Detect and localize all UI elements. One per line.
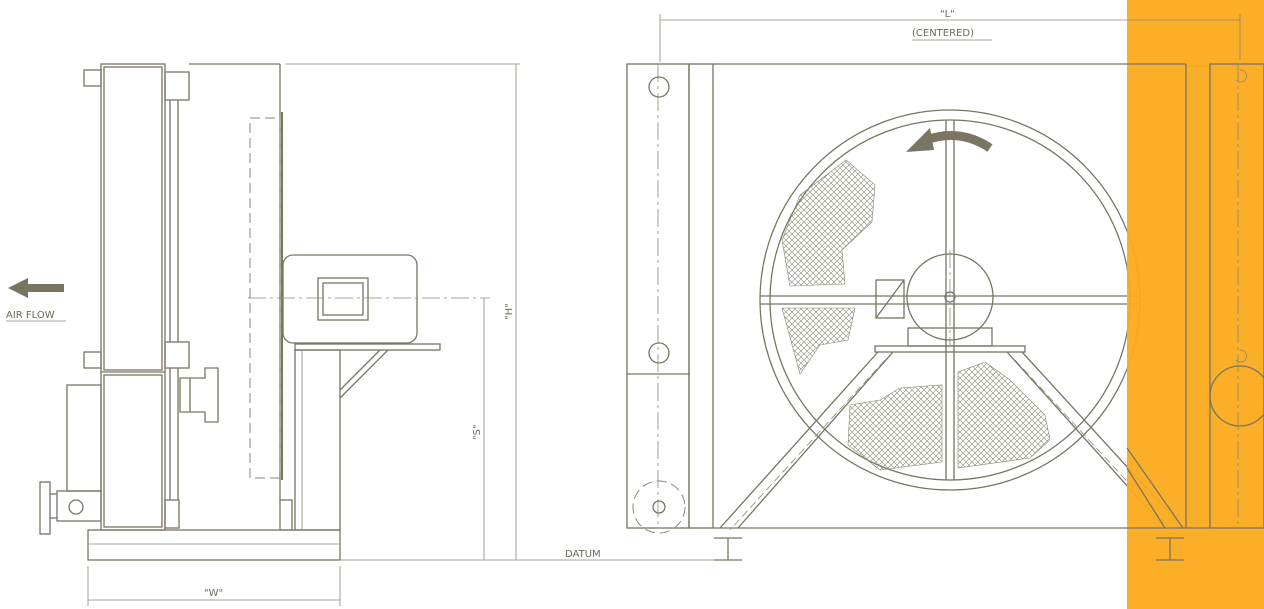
blade-hatch-bottom-left [847,384,943,471]
motor-base-plate [294,343,441,351]
pipe-connection [56,490,102,522]
motor-terminal-cover [322,282,364,316]
flange-top [164,71,190,101]
accent-bar [1127,0,1264,609]
header-port-bottom [652,500,666,514]
pipe-bore [68,499,84,515]
side-view: AIR FLOW [6,63,716,606]
valve-body [179,367,219,423]
motor-mount-plate [874,345,1026,353]
base-rail [87,529,341,561]
flange-bottom [164,499,180,529]
foot-left [714,537,742,561]
air-flow-arrow-icon [8,278,64,298]
overlay-port-top [1235,69,1247,83]
housing-foot [279,499,293,531]
coupling-box [875,279,905,319]
overlay-leg-right [1126,447,1184,529]
connection-box [66,384,102,492]
support-leg-left-hidden [729,359,886,531]
coupling-diagonal [875,279,905,319]
header-port-top [648,76,670,98]
datum-label: DATUM [565,549,601,560]
dim-w-label: "W" [204,588,223,599]
dim-l-label: "L" [940,9,955,20]
rotation-arrow-icon [906,128,993,152]
motor-brace [339,349,389,399]
blade-hatch-upper-left [781,159,876,287]
overlay-lines [1126,14,1264,561]
centered-label: (CENTERED) [912,28,974,39]
fan-ring-outer [759,109,1141,491]
coil-frame-inner-top [103,66,163,371]
header-port-bottom-outline [632,480,686,534]
air-flow-label: AIR FLOW [6,310,55,321]
coil-frame-outer [100,63,166,531]
pipe-flange [39,481,51,535]
side-tab-mid [83,351,102,369]
motor-body [282,254,418,344]
blade-hatch-lower-left [781,307,856,375]
overlay-right-header [1209,63,1264,529]
overlay-port-mid [1235,349,1247,363]
motor-terminal-box [317,277,369,321]
side-panel-left [688,63,714,529]
overlay-header-circle [1209,365,1264,427]
header-port-mid [648,342,670,364]
side-tab-top [83,69,102,87]
overlay-foot-right [1156,537,1184,561]
coil-frame-inner-bottom [103,374,163,528]
flange-mid [164,341,190,369]
dim-h-label: "H" [504,303,515,320]
blade-hatch-bottom-right [957,361,1051,469]
support-leg-left [719,351,894,529]
dim-s-label: "S" [472,424,483,440]
